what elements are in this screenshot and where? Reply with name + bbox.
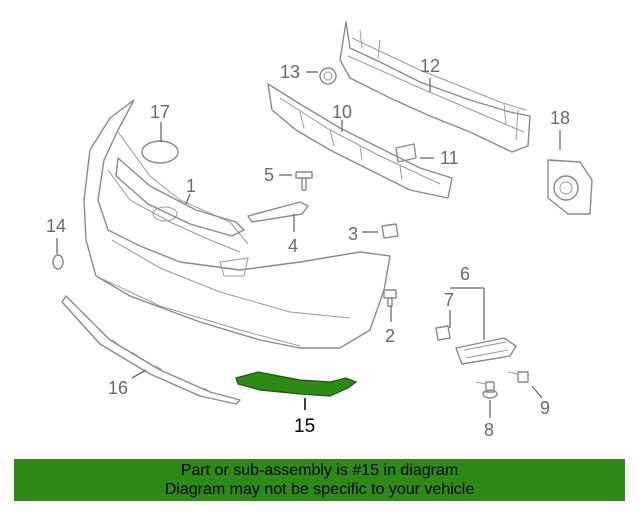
lower-lip-16 <box>61 295 241 405</box>
energy-absorber <box>267 83 453 199</box>
grommet-14 <box>52 254 64 270</box>
info-banner: Part or sub-assembly is #15 in diagram D… <box>14 459 625 501</box>
trim-4 <box>247 201 309 223</box>
callout-4: 4 <box>288 236 298 256</box>
callout-13: 13 <box>280 62 300 82</box>
screw-8 <box>475 381 498 399</box>
banner-line-2: Diagram may not be specific to your vehi… <box>164 481 475 498</box>
callout-2: 2 <box>385 326 395 346</box>
clip-3 <box>381 223 399 239</box>
bracket-11 <box>395 143 417 163</box>
callout-15: 15 <box>294 416 315 437</box>
banner-line-1: Part or sub-assembly is #15 in diagram <box>180 462 459 479</box>
callout-5: 5 <box>264 165 274 185</box>
callout-9: 9 <box>540 398 550 418</box>
callout-8: 8 <box>484 420 494 440</box>
nut-13 <box>319 67 337 85</box>
bolt-9 <box>507 371 529 383</box>
callout-16: 16 <box>108 378 128 398</box>
callout-3: 3 <box>348 224 358 244</box>
callout-6: 6 <box>460 264 470 284</box>
callout-11: 11 <box>440 148 459 168</box>
part-15-highlighted <box>235 371 358 397</box>
bolt-2 <box>383 289 397 307</box>
callout-7: 7 <box>444 290 454 310</box>
callout-1: 1 <box>186 176 196 196</box>
emblem-17 <box>141 140 179 164</box>
callout-18: 18 <box>550 108 570 128</box>
callout-12: 12 <box>420 56 440 76</box>
callout-17: 17 <box>150 102 170 122</box>
bumper-cover <box>83 99 391 349</box>
fog-bracket-18 <box>547 159 593 215</box>
side-bracket-6 <box>455 337 517 365</box>
clip-7 <box>435 325 451 341</box>
callout-10: 10 <box>332 102 352 122</box>
parts-diagram: 13 12 17 10 18 11 5 1 14 3 4 6 7 2 16 9 … <box>46 21 593 440</box>
bumper-reinforcement-beam <box>339 21 531 153</box>
callout-14: 14 <box>46 216 66 236</box>
clip-5 <box>295 171 313 191</box>
leader-lines <box>56 71 561 418</box>
grille-1 <box>115 157 245 237</box>
